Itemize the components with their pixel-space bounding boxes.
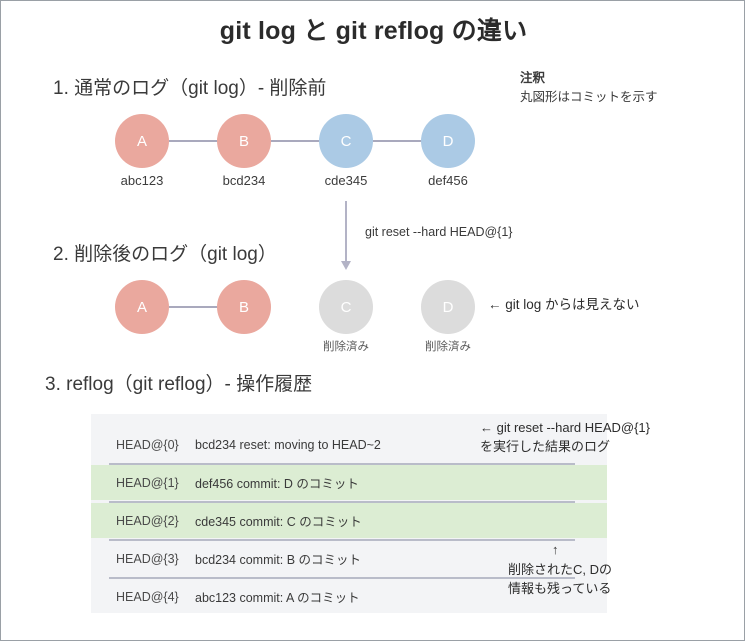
reflog-message: bcd234 commit: B のコミット [195,553,362,567]
commit-letter: D [442,132,454,150]
up-arrow-icon: ↑ [552,542,559,557]
reset-arrow-label: git reset --hard HEAD@{1} [365,225,513,239]
reset-arrow-head [341,261,351,270]
commit-status-d: 削除済み [425,341,471,353]
commit-status-c: 削除済み [323,341,369,353]
reflog-separator [109,501,575,503]
commit-hash-a: abc123 [120,173,164,188]
section-heading-3: 3. reflog（git reflog）- 操作履歴 [45,374,313,395]
commit-letter: D [442,298,454,316]
reflog-ref: HEAD@{2} [116,513,179,528]
reflog-row-1[interactable]: HEAD@{1} def456 commit: D のコミット [91,465,607,500]
reflog-separator [109,539,575,541]
commit-node-c[interactable]: C [319,114,373,168]
reflog-ref: HEAD@{1} [116,475,179,490]
commit-node-b[interactable]: B [217,114,271,168]
commit-letter: A [136,132,147,150]
commit-hash-c: cde345 [324,173,368,188]
page-title: git log と git reflog の違い [219,17,528,45]
commit-node-a[interactable]: A [115,114,169,168]
reset-arrow-line [345,201,347,263]
commit-node-d-deleted[interactable]: D [421,280,475,334]
reflog-row-4[interactable]: HEAD@{4} abc123 commit: A のコミット [91,579,607,614]
commit-letter: B [238,298,249,316]
commit-letter: C [340,132,352,150]
reflog-message: def456 commit: D のコミット [195,477,359,491]
reflog-ref: HEAD@{4} [116,589,179,604]
commit-node-d[interactable]: D [421,114,475,168]
reflog-row-3[interactable]: HEAD@{3} bcd234 commit: B のコミット [91,541,607,576]
commit-node-c-deleted[interactable]: C [319,280,373,334]
reflog-separator [109,577,575,579]
annotation-deleted-info-remains: 削除されたC, Dの 情報も残っている [508,562,613,596]
commit-hash-b: bcd234 [222,173,266,188]
reflog-message: bcd234 reset: moving to HEAD~2 [195,437,381,452]
legend: 注釈 丸図形はコミットを示す [520,69,658,108]
commit-node-b-after[interactable]: B [217,280,271,334]
commit-letter: B [238,132,249,150]
legend-text: 丸図形はコミットを示す [520,90,658,105]
legend-heading: 注釈 [520,71,546,85]
reflog-message: cde345 commit: C のコミット [195,515,362,529]
annotation-reset-result-log: ← git reset --hard HEAD@{1} を実行した結果のログ [480,420,650,454]
commit-letter: C [340,298,352,316]
annotation-not-visible-in-git-log: ← git log からは見えない [488,297,640,312]
reflog-panel: HEAD@{0} bcd234 reset: moving to HEAD~2 … [91,414,607,613]
commit-hash-d: def456 [428,173,468,188]
section-heading-2: 2. 削除後のログ（git log） [53,244,277,265]
section-heading-1: 1. 通常のログ（git log）- 削除前 [53,78,327,99]
reflog-separator [109,463,575,465]
edge-b-c [271,140,323,142]
commit-node-a-after[interactable]: A [115,280,169,334]
edge-a-b [169,140,221,142]
edge-a-b-after [169,306,221,308]
commit-letter: A [136,298,147,316]
reflog-row-0[interactable]: HEAD@{0} bcd234 reset: moving to HEAD~2 [91,427,607,462]
reflog-ref: HEAD@{3} [116,551,179,566]
reflog-row-2[interactable]: HEAD@{2} cde345 commit: C のコミット [91,503,607,538]
edge-c-d [373,140,425,142]
reflog-ref: HEAD@{0} [116,437,179,452]
reflog-message: abc123 commit: A のコミット [195,591,360,605]
